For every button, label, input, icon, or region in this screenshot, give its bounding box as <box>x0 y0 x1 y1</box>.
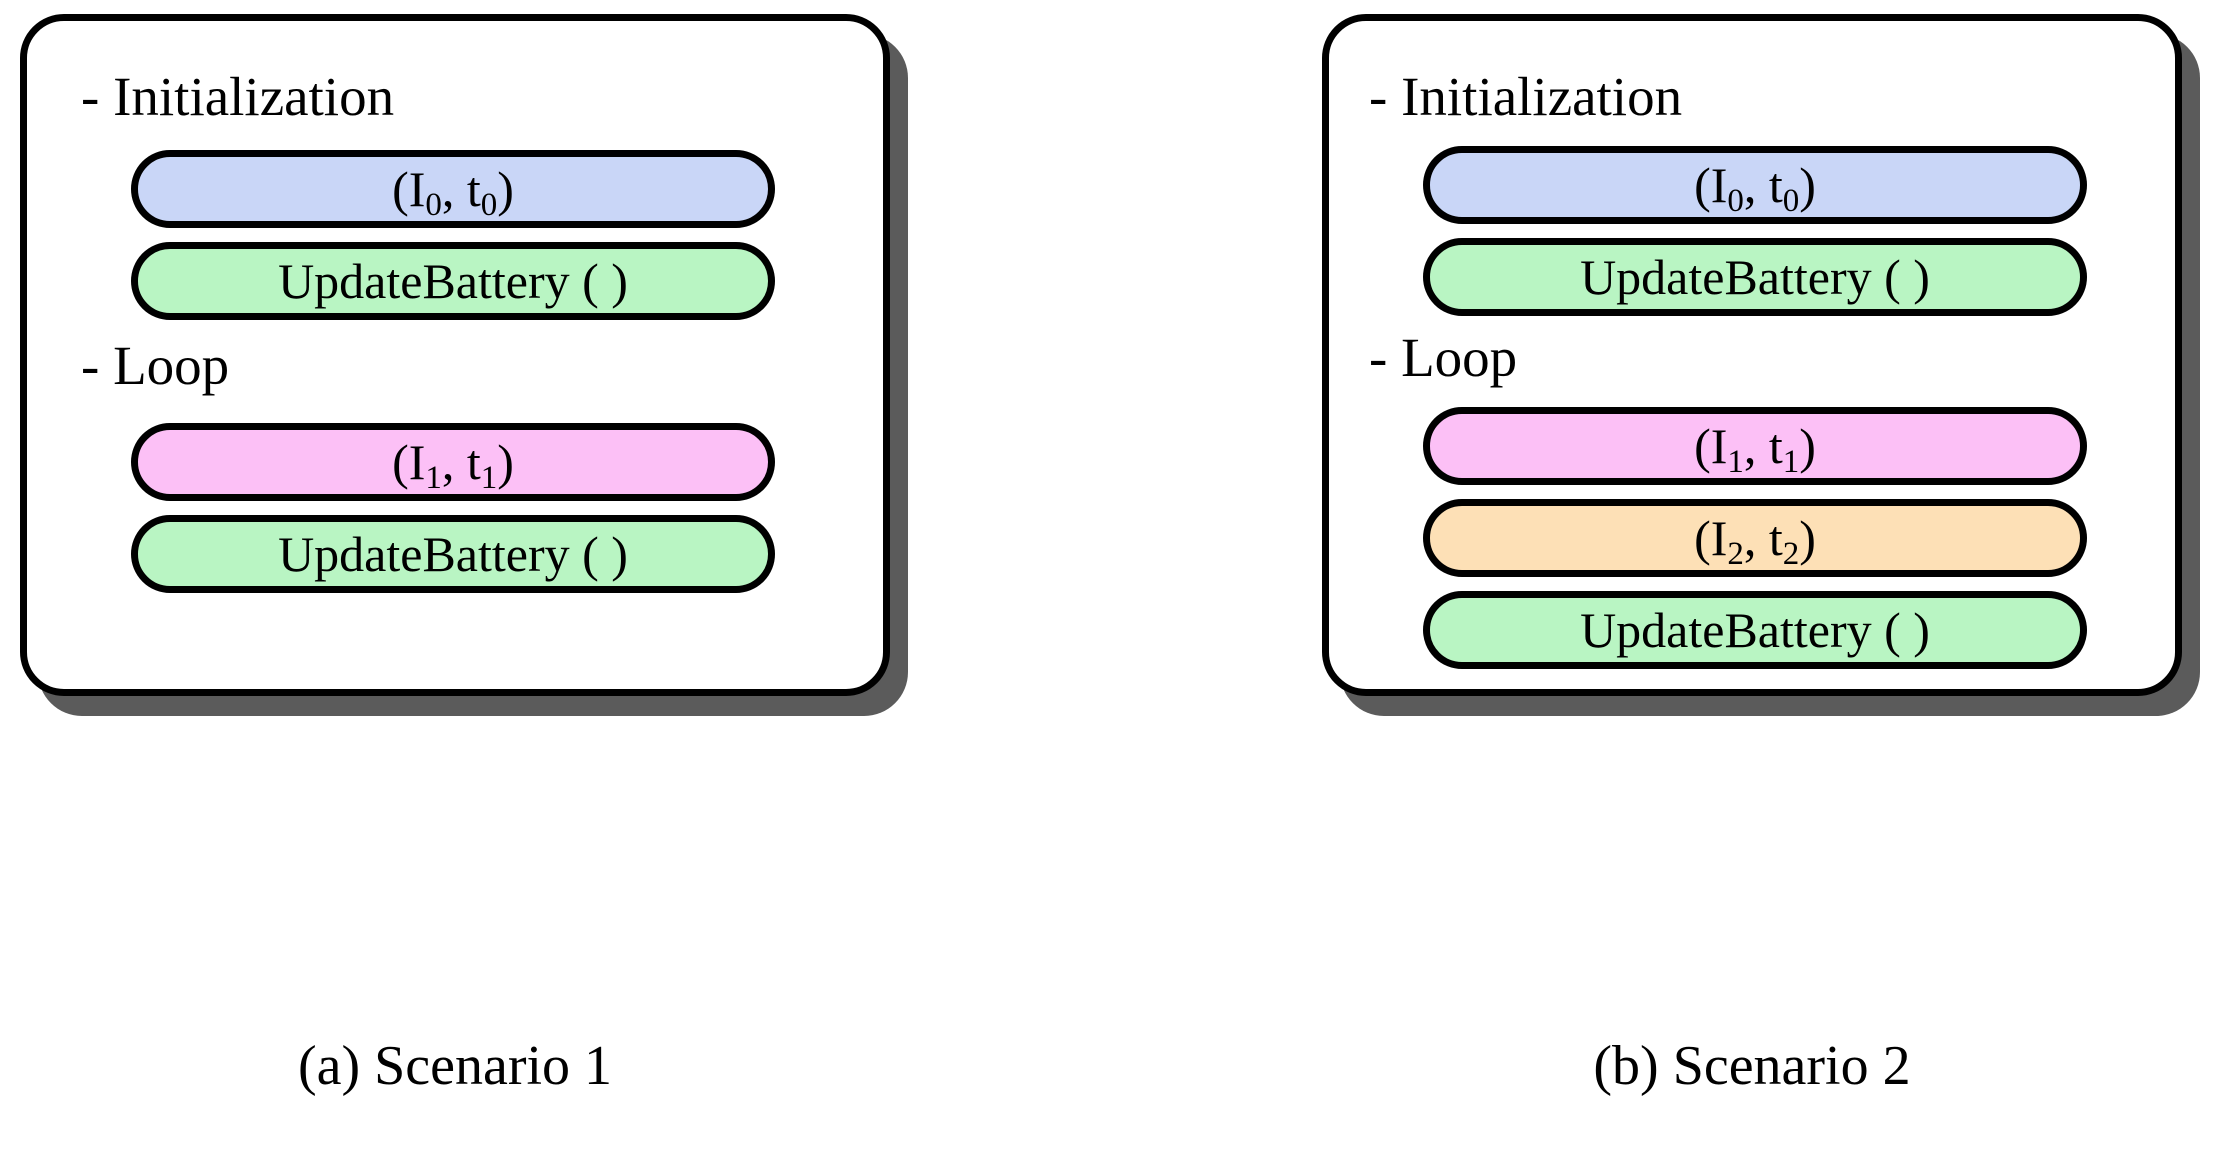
pill-stack-initialization: (I0, t0) UpdateBattery ( ) <box>1329 146 2175 316</box>
panel-scenario-2: - Initialization (I0, t0) UpdateBattery … <box>1322 14 2200 716</box>
pill-stack-loop: (I1, t1) (I2, t2) UpdateBattery ( ) <box>1329 407 2175 669</box>
subscript: 1 <box>425 460 442 497</box>
pill-stack-initialization: (I0, t0) UpdateBattery ( ) <box>27 150 883 320</box>
pill-i1-t1[interactable]: (I1, t1) <box>131 423 775 501</box>
section-label-loop: - Loop <box>1369 327 1518 388</box>
caption-scenario-1: (a) Scenario 1 <box>297 1035 613 1097</box>
pill-label: (I0, t0) <box>1694 157 1816 220</box>
pill-update-battery[interactable]: UpdateBattery ( ) <box>1423 591 2087 669</box>
pill-stack-loop: (I1, t1) UpdateBattery ( ) <box>27 423 883 593</box>
subscript: 2 <box>1782 536 1800 573</box>
pill-label: (I1, t1) <box>1694 418 1816 481</box>
subscript: 0 <box>1782 183 1800 220</box>
pill-i2-t2[interactable]: (I2, t2) <box>1423 499 2087 577</box>
subscript: 1 <box>1727 444 1744 481</box>
subscript: 0 <box>480 187 498 224</box>
pill-label: UpdateBattery ( ) <box>1580 249 1930 305</box>
subscript: 1 <box>1782 444 1800 481</box>
pill-i0-t0[interactable]: (I0, t0) <box>1423 146 2087 224</box>
section-label-initialization: - Initialization <box>81 66 395 127</box>
subscript: 0 <box>425 187 442 224</box>
pill-label: (I2, t2) <box>1694 510 1816 573</box>
subscript: 2 <box>1727 536 1744 573</box>
caption-scenario-2: (b) Scenario 2 <box>1593 1035 1911 1097</box>
pill-update-battery[interactable]: UpdateBattery ( ) <box>1423 238 2087 316</box>
pill-update-battery[interactable]: UpdateBattery ( ) <box>131 242 775 320</box>
pill-i0-t0[interactable]: (I0, t0) <box>131 150 775 228</box>
pill-label: (I0, t0) <box>392 161 514 224</box>
pill-label: UpdateBattery ( ) <box>278 253 628 309</box>
section-label-initialization: - Initialization <box>1369 66 1683 127</box>
subscript: 0 <box>1727 183 1744 220</box>
pill-i1-t1[interactable]: (I1, t1) <box>1423 407 2087 485</box>
panel-body-scenario-2: - Initialization (I0, t0) UpdateBattery … <box>1322 14 2182 696</box>
section-label-loop: - Loop <box>81 335 230 396</box>
pill-update-battery[interactable]: UpdateBattery ( ) <box>131 515 775 593</box>
pill-label: (I1, t1) <box>392 434 514 497</box>
pill-label: UpdateBattery ( ) <box>278 526 628 582</box>
subscript: 1 <box>480 460 498 497</box>
panel-scenario-1: - Initialization (I0, t0) UpdateBattery … <box>20 14 908 716</box>
pill-label: UpdateBattery ( ) <box>1580 602 1930 658</box>
panel-body-scenario-1: - Initialization (I0, t0) UpdateBattery … <box>20 14 890 696</box>
